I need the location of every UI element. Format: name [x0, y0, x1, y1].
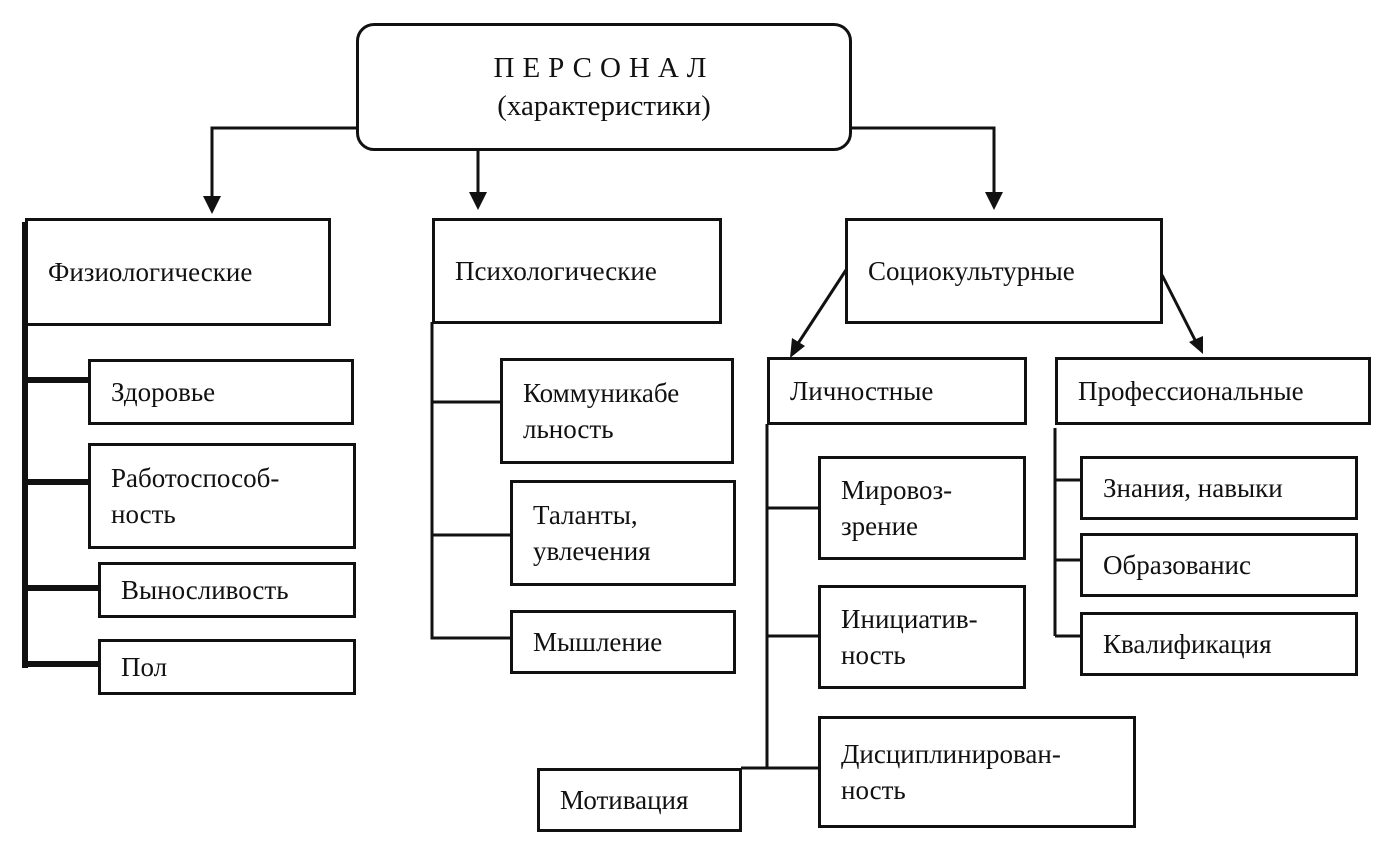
node-personal: Личностные: [767, 357, 1027, 425]
item-talents-line1: Таланты,: [533, 500, 638, 530]
arrowhead-socio: [985, 192, 1003, 210]
node-sociocultural-label: Социокультурные: [868, 256, 1075, 286]
node-psychological: Психологические: [432, 218, 722, 324]
item-education: Образованис: [1080, 533, 1358, 597]
item-workability-line1: Работоспособ-: [111, 463, 280, 493]
item-sociability-line1: Коммуникабе: [523, 378, 680, 408]
item-initiative-line1: Инициатив-: [841, 604, 978, 634]
arrowhead-personal: [790, 338, 805, 358]
arrow-root-to-physio: [210, 126, 356, 200]
item-discipline: Дисциплинирован- ность: [818, 716, 1136, 828]
item-worldview-line1: Мировоз-: [841, 475, 953, 505]
node-physiological: Физиологические: [25, 218, 331, 326]
arrowhead-professional: [1189, 336, 1203, 354]
item-sociability-line2: льность: [523, 414, 614, 444]
item-endurance-label: Выносливость: [121, 575, 289, 605]
root-title: ПЕРСОНАЛ: [493, 52, 715, 84]
item-qualification-label: Квалификация: [1103, 629, 1272, 659]
arrow-socio-to-personal: [795, 269, 848, 346]
psycho-trunk: [430, 322, 510, 640]
item-sex-label: Пол: [121, 652, 168, 682]
item-initiative-line2: ность: [841, 640, 906, 670]
node-psychological-label: Психологические: [455, 256, 657, 286]
item-thinking: Мышление: [510, 610, 736, 674]
item-health-label: Здоровье: [111, 377, 216, 407]
item-sociability: Коммуникабе льность: [500, 358, 734, 464]
node-sociocultural: Социокультурные: [845, 218, 1163, 324]
item-talents: Таланты, увлечения: [510, 480, 736, 586]
item-qualification: Квалификация: [1080, 612, 1358, 676]
item-sex: Пол: [98, 639, 356, 695]
node-professional-label: Профессиональные: [1078, 376, 1304, 406]
item-talents-line2: увлечения: [533, 536, 651, 566]
arrow-root-to-socio: [851, 126, 996, 196]
arrow-socio-to-professional: [1160, 274, 1197, 341]
node-physiological-label: Физиологические: [48, 257, 253, 287]
item-workability-line2: ность: [111, 499, 176, 529]
arrowhead-psycho: [469, 192, 487, 210]
item-education-label: Образованис: [1103, 550, 1251, 580]
item-knowledge: Знания, навыки: [1080, 456, 1358, 520]
item-worldview: Мировоз- зрение: [818, 456, 1026, 560]
item-workability: Работоспособ- ность: [88, 443, 356, 549]
item-discipline-line2: ность: [841, 775, 906, 805]
root-node: ПЕРСОНАЛ (характеристики): [356, 23, 852, 151]
item-worldview-line2: зрение: [841, 511, 919, 541]
item-initiative: Инициатив- ность: [818, 585, 1026, 689]
node-personal-label: Личностные: [790, 376, 934, 406]
item-motivation-label: Мотивация: [560, 785, 689, 815]
item-health: Здоровье: [88, 359, 354, 425]
node-professional: Профессиональные: [1055, 357, 1371, 425]
arrowhead-physio: [203, 196, 221, 214]
item-discipline-line1: Дисциплинирован-: [841, 739, 1061, 769]
item-endurance: Выносливость: [98, 562, 356, 618]
item-knowledge-label: Знания, навыки: [1103, 473, 1283, 503]
item-thinking-label: Мышление: [533, 627, 663, 657]
item-motivation: Мотивация: [537, 768, 742, 832]
root-subtitle: (характеристики): [497, 90, 711, 122]
